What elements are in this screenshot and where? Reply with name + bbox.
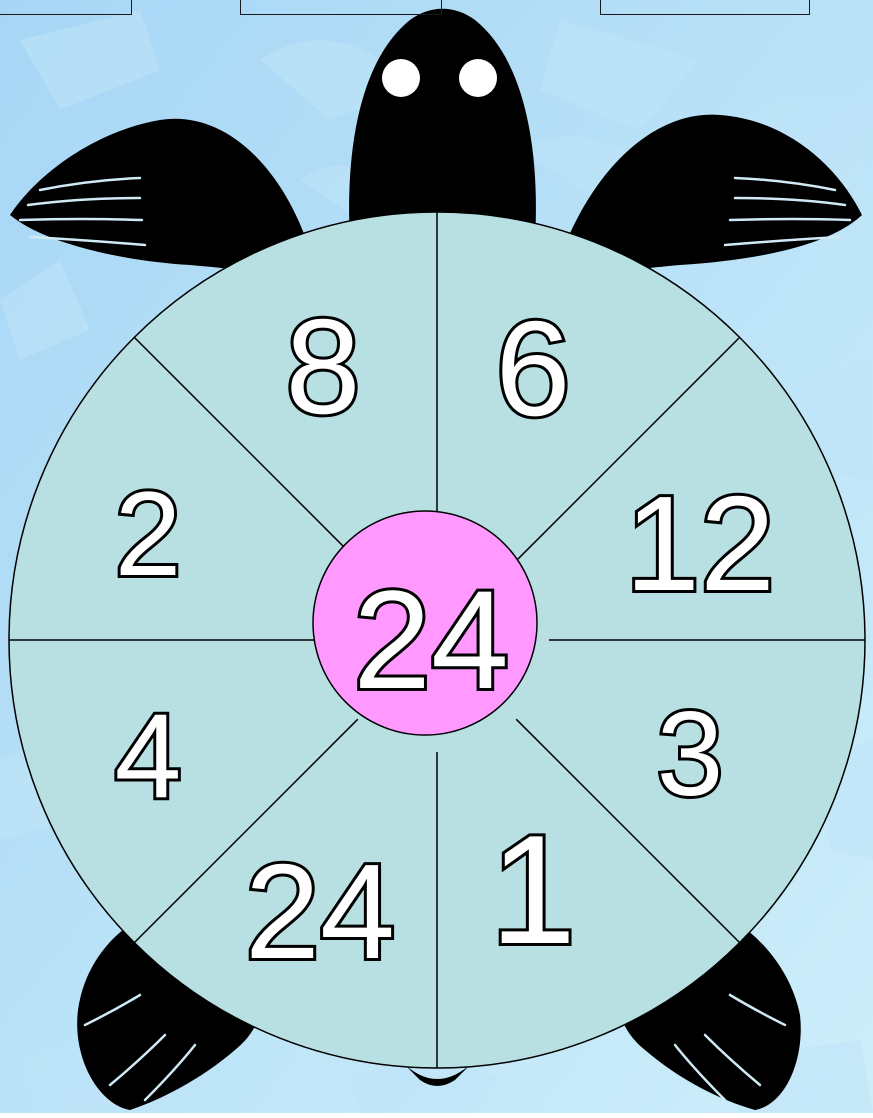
segment-number: 2 bbox=[115, 467, 182, 601]
segment-number: 12 bbox=[625, 468, 775, 619]
answer-box-1[interactable] bbox=[0, 0, 132, 15]
segment-number: 1 bbox=[490, 803, 576, 976]
answer-box-2[interactable] bbox=[240, 0, 442, 15]
segment-number: 4 bbox=[115, 689, 182, 823]
left-eye-icon bbox=[382, 59, 420, 97]
flipper-stripe bbox=[730, 219, 850, 220]
answer-box-3[interactable] bbox=[600, 0, 810, 15]
segment-number: 3 bbox=[657, 687, 724, 821]
flipper-stripe bbox=[20, 219, 142, 220]
right-eye-icon bbox=[459, 59, 497, 97]
center-number: 24 bbox=[353, 561, 509, 718]
segment-number: 6 bbox=[495, 293, 570, 444]
segment-number: 8 bbox=[285, 291, 360, 442]
segment-number: 24 bbox=[245, 836, 395, 987]
